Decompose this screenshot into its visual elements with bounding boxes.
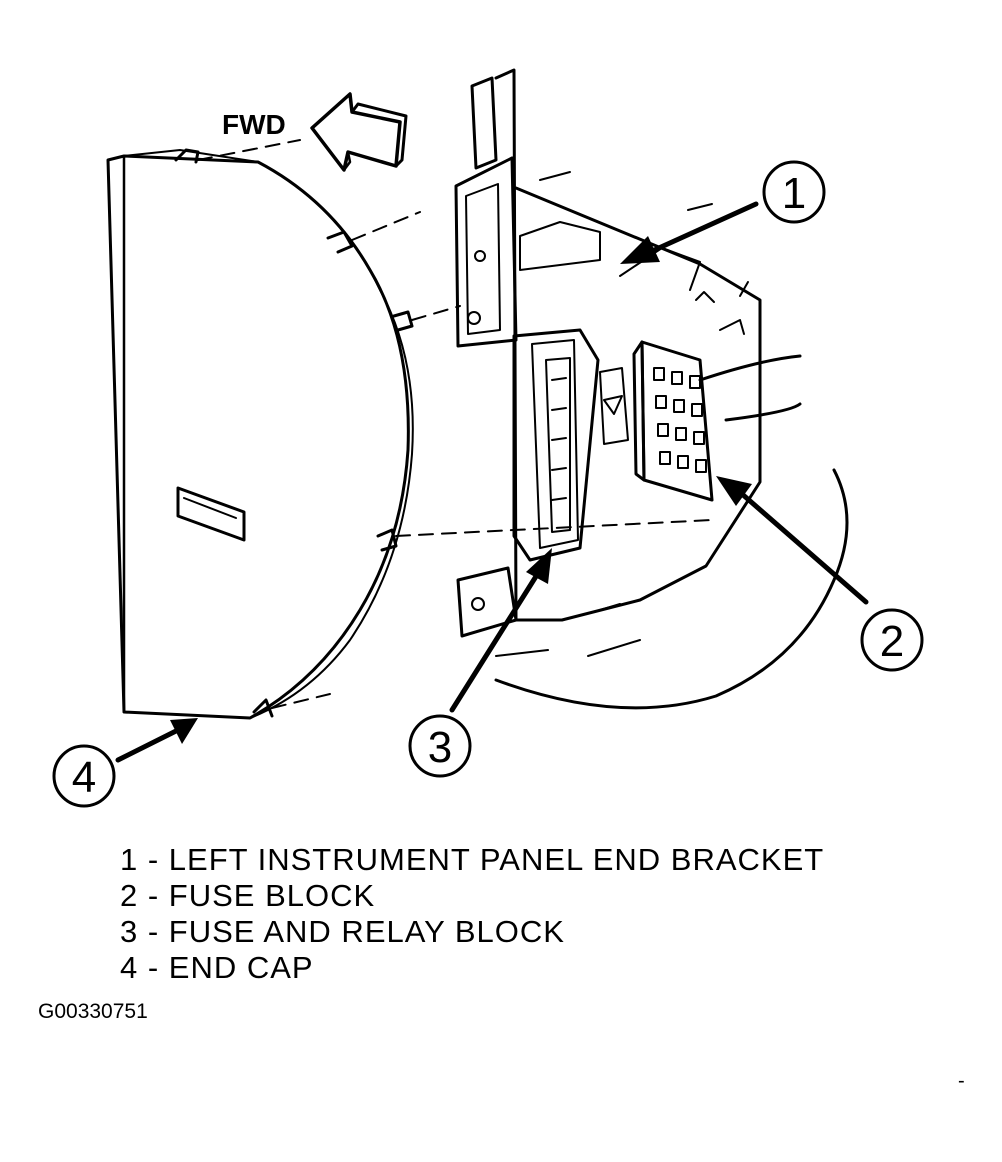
legend: 1 - LEFT INSTRUMENT PANEL END BRACKET 2 …: [120, 842, 824, 986]
callout-2: 2: [860, 608, 924, 672]
exploded-view-illustration: FWD: [52, 68, 924, 808]
direction-label: FWD: [222, 109, 286, 140]
fuse-and-relay-block: [512, 328, 629, 562]
alignment-lines: [197, 139, 713, 709]
callout-3-number: 3: [428, 723, 452, 772]
callout-4-number: 4: [72, 753, 96, 802]
callout-3: 3: [408, 714, 472, 778]
forward-arrow-icon: [310, 92, 408, 172]
dash-panel-outline: [494, 354, 849, 710]
leader-arrows: [115, 201, 869, 763]
legend-item-1: 1 - LEFT INSTRUMENT PANEL END BRACKET: [120, 842, 825, 877]
legend-item-2: 2 - FUSE BLOCK: [120, 878, 376, 913]
arrowheads: [170, 236, 752, 744]
corner-mark: -: [958, 1070, 965, 1092]
callout-2-number: 2: [880, 617, 904, 666]
end-cap: [106, 148, 414, 720]
figure-id: G00330751: [38, 1000, 148, 1023]
callout-4: 4: [52, 744, 116, 808]
legend-item-3: 3 - FUSE AND RELAY BLOCK: [120, 914, 565, 949]
callout-1-number: 1: [782, 169, 806, 218]
instrument-panel-end-bracket: [454, 68, 762, 657]
fuse-block: [632, 340, 714, 502]
callout-1: 1: [762, 160, 826, 224]
legend-item-4: 4 - END CAP: [120, 950, 314, 985]
